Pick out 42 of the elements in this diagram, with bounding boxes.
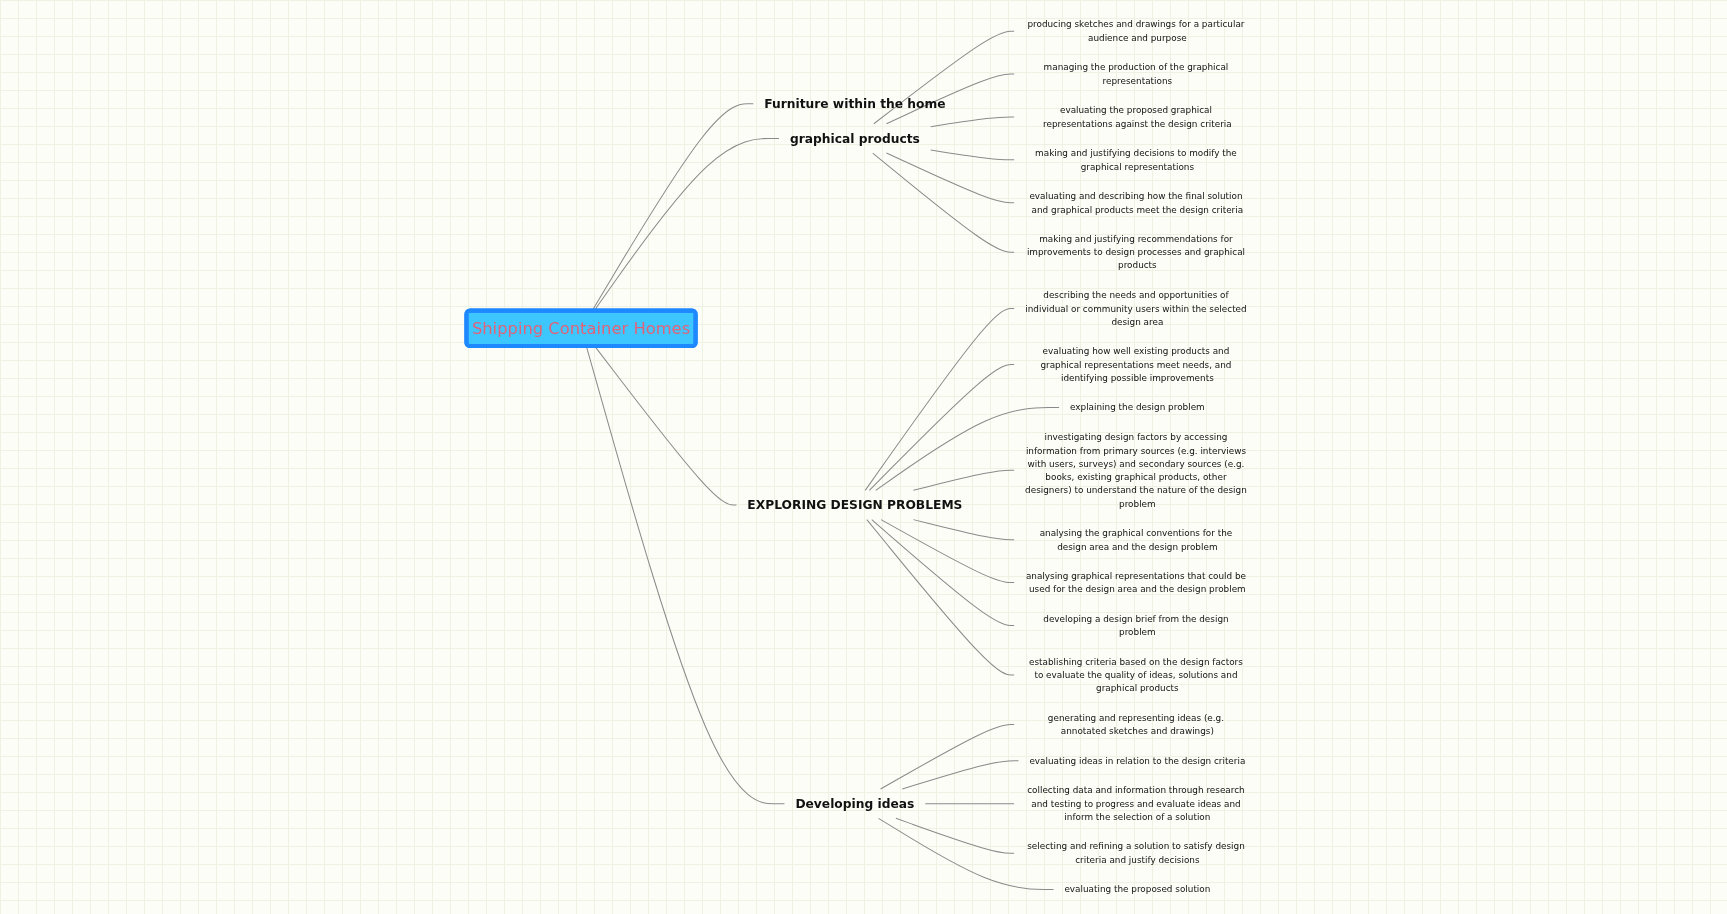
node-text: describing the needs and opportunities of individual or community users within the selected design area xyxy=(1025,289,1247,327)
connector xyxy=(864,307,1015,491)
node-text: investigating design factors by accessing information from primary sources (e.g. interviews with users, surveys) and secondary sources (e.g. books, existing graphical products, other designers) to understand the nature of the design problem xyxy=(1025,431,1247,509)
connector xyxy=(912,469,1015,491)
connector xyxy=(930,116,1015,128)
connector xyxy=(901,760,1019,790)
node-text: making and justifying recommendations for improvements to design processes and graphical products xyxy=(1026,233,1246,271)
connector xyxy=(930,149,1015,161)
connector xyxy=(880,724,1015,790)
node-text: graphical products xyxy=(789,131,920,146)
connector xyxy=(878,817,1054,890)
connector xyxy=(872,152,1015,253)
node-text: analysing the graphical conventions for the design area and the design problem xyxy=(1039,527,1233,552)
connector xyxy=(912,519,1015,541)
connector xyxy=(895,817,1015,854)
connector xyxy=(885,73,1015,125)
node-text: managing the production of the graphical representations xyxy=(1043,62,1229,86)
node-text: generating and representing ideas (e.g. annotated sketches and drawings) xyxy=(1047,712,1225,737)
connector xyxy=(866,519,1015,676)
node-text: evaluating how well existing products and graphical representations meet needs, and identifying possible improvements xyxy=(1040,346,1232,383)
connector xyxy=(924,803,1015,805)
node-text: producing sketches and drawings for a particular audience and purpose xyxy=(1027,19,1245,43)
connector xyxy=(868,364,1015,491)
connector xyxy=(871,519,1015,626)
node-text: selecting and refining a solution to satisfy design criteria and justify decisions xyxy=(1027,841,1245,865)
node-text: EXPLORING DESIGN PROBLEMS xyxy=(747,497,963,513)
node-text: collecting data and information through research and testing to progress and evaluate ideas and inform the selection of a solution xyxy=(1027,785,1245,822)
node-text: evaluating and describing how the final solution and graphical products meet the design criteria xyxy=(1029,190,1244,215)
node-text: developing a design brief from the design problem xyxy=(1043,613,1229,638)
connector xyxy=(873,30,1015,125)
node-text: explaining the design problem xyxy=(1069,402,1205,413)
connector xyxy=(880,519,1015,584)
node-text: making and justifying decisions to modify the graphical representations xyxy=(1035,147,1237,172)
node-text: Developing ideas xyxy=(795,796,915,811)
node-text: evaluating the proposed solution xyxy=(1064,884,1211,895)
connector xyxy=(885,152,1015,204)
node-text: evaluating the proposed graphical representations against the design criteria xyxy=(1043,105,1232,129)
node-text: analysing graphical representations that could be used for the design area and the design problem xyxy=(1025,570,1247,595)
node-text: establishing criteria based on the design factors to evaluate the quality of ideas, solutions and graphical products xyxy=(1029,656,1243,694)
node-text: Furniture within the home xyxy=(764,96,946,111)
connector xyxy=(875,406,1060,491)
node-text: evaluating ideas in relation to the design criteria xyxy=(1029,755,1246,766)
